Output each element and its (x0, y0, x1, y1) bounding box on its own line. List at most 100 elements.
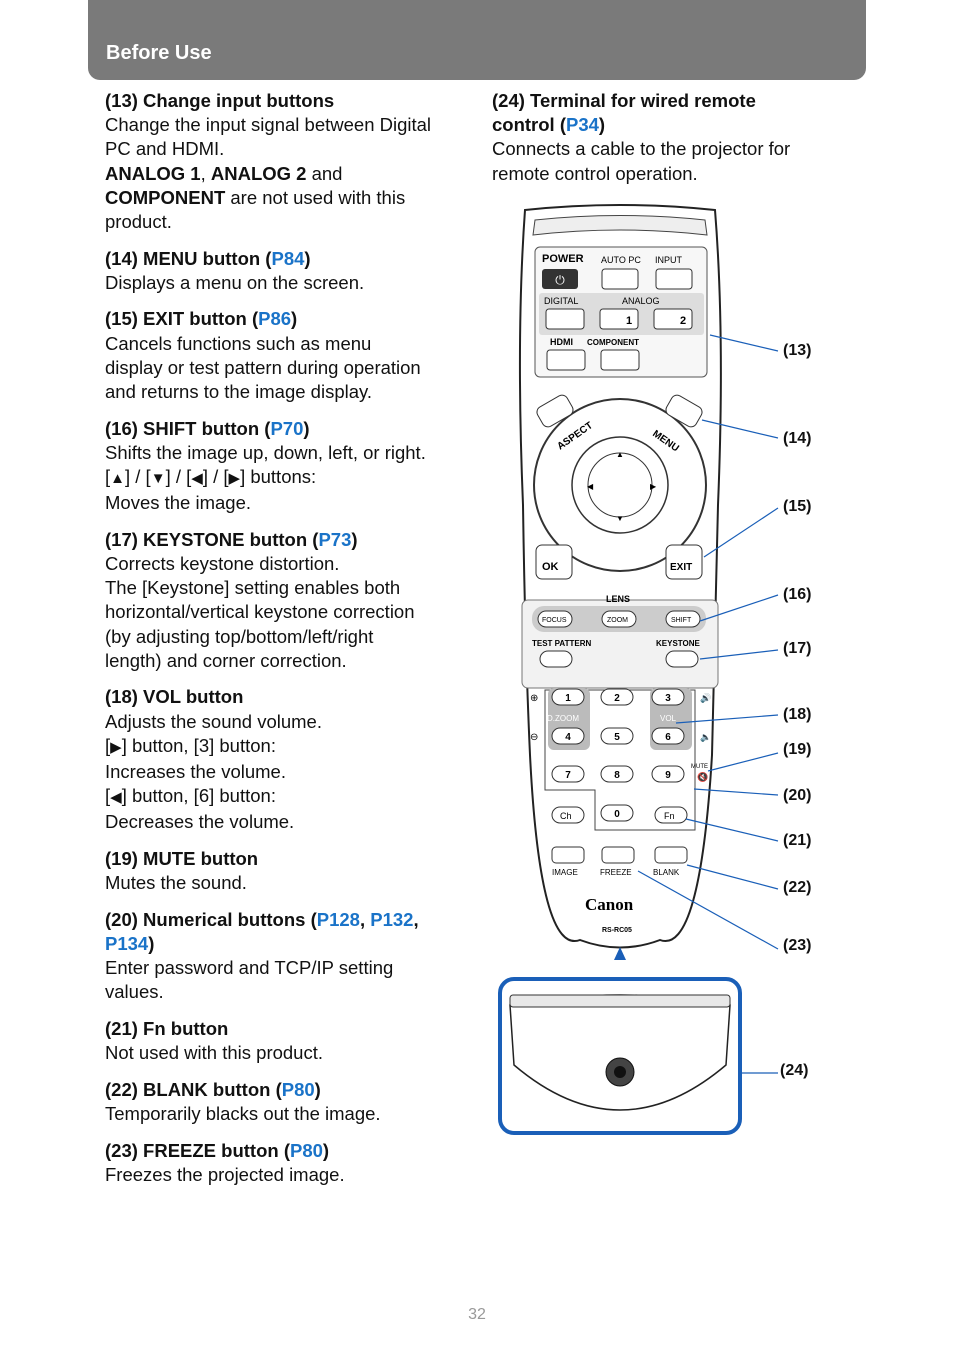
entry-text: Cancels functions such as menu (105, 332, 475, 356)
header-bar: Before Use (88, 0, 866, 80)
speaker-down-icon: 🔈 (700, 732, 711, 743)
page-reference-link[interactable]: P134 (105, 933, 149, 955)
callout-23: (23) (783, 937, 812, 954)
up-arrow-icon: ▲ (616, 450, 624, 459)
text-span: ) (148, 933, 155, 955)
text-span: (21) Fn button (105, 1018, 229, 1040)
digital-label: DIGITAL (544, 296, 578, 306)
hdmi-button[interactable] (546, 349, 586, 371)
page-reference-link[interactable]: P73 (318, 528, 352, 550)
entry-text: Mutes the sound. (105, 871, 475, 895)
entry-title: (23) FREEZE button (P80) (105, 1139, 475, 1163)
analog2-button[interactable] (653, 308, 693, 330)
freeze-button[interactable] (601, 846, 635, 864)
input-button[interactable] (655, 268, 693, 290)
fn-button[interactable] (654, 806, 688, 824)
text-span: Connects a cable to the projector for (492, 138, 791, 160)
analog1-label: 1 (626, 315, 632, 327)
page-reference-link[interactable]: P80 (281, 1078, 315, 1100)
page-reference-link[interactable]: P128 (316, 908, 360, 930)
digit-button-9[interactable] (651, 765, 685, 783)
entry-title: (24) Terminal for wired remote (492, 89, 837, 113)
blank-label: BLANK (653, 868, 680, 877)
page-reference-link[interactable]: P80 (289, 1139, 323, 1161)
page-reference-link[interactable]: P34 (566, 114, 599, 136)
callout-19: (19) (783, 741, 812, 758)
digit-button-4[interactable] (551, 727, 585, 745)
page-reference-link[interactable]: P86 (258, 308, 292, 330)
text-span: (23) FREEZE button ( (105, 1139, 290, 1161)
ch-button[interactable] (551, 806, 585, 824)
page-reference-link[interactable]: P84 (271, 247, 305, 269)
digit-button-2[interactable] (600, 688, 634, 706)
digit-button-0[interactable] (600, 804, 634, 822)
callout-20: (20) (783, 787, 812, 804)
zoom-button[interactable] (601, 610, 637, 628)
keystone-button[interactable] (665, 650, 699, 668)
entry-text: Change the input signal between Digital (105, 113, 475, 137)
digit-label: 6 (665, 732, 671, 743)
digit-button-6[interactable] (651, 727, 685, 745)
entry-text: COMPONENT are not used with this (105, 186, 475, 210)
text-span: ] button, [6] button: (121, 785, 276, 807)
exit-label: EXIT (670, 562, 692, 573)
test-pattern-button[interactable] (539, 650, 573, 668)
text-span: length) and corner correction. (105, 649, 347, 671)
text-span: [ (105, 734, 111, 756)
joystick-center[interactable] (587, 452, 653, 518)
shift-button[interactable] (665, 610, 701, 628)
menu-button[interactable] (664, 393, 704, 429)
focus-button[interactable] (537, 610, 573, 628)
ok-button[interactable] (535, 544, 573, 580)
digit-button-8[interactable] (600, 765, 634, 783)
remote-illustration: POWER ⏻ AUTO PC INPUT DIGITAL ANALOG 1 2… (498, 204, 779, 1135)
text-span: ◀ (191, 470, 203, 488)
digit-label: 2 (614, 693, 620, 704)
analog1-button[interactable] (599, 308, 639, 330)
auto-pc-label: AUTO PC (601, 255, 641, 265)
entry-text: Not used with this product. (105, 1041, 475, 1065)
entry-title: (20) Numerical buttons (P128, P132, (105, 908, 475, 932)
text-span: ] / [ (202, 466, 229, 488)
power-button[interactable] (542, 269, 578, 289)
entry-title: control (P34) (492, 113, 837, 137)
digit-label: 5 (614, 732, 620, 743)
entry-title: (16) SHIFT button (P70) (105, 417, 475, 441)
text-span: ) (304, 247, 311, 269)
aspect-button[interactable] (535, 393, 575, 429)
exit-button[interactable] (665, 544, 703, 580)
page-reference-link[interactable]: P132 (370, 908, 414, 930)
blank-button[interactable] (654, 846, 688, 864)
digit-label: 0 (614, 809, 620, 820)
focus-label: FOCUS (542, 617, 567, 624)
mute-label: MUTE (691, 764, 708, 770)
entry-text: Increases the volume. (105, 760, 475, 784)
text-span: ▶ (110, 738, 122, 756)
auto-pc-button[interactable] (601, 268, 639, 290)
digit-label: 3 (665, 693, 671, 704)
entry-text: Freezes the projected image. (105, 1163, 475, 1187)
component-button[interactable] (600, 349, 640, 371)
callout-21: (21) (783, 832, 812, 849)
digit-button-1[interactable] (551, 688, 585, 706)
text-span: remote control operation. (492, 162, 698, 184)
digit-button-5[interactable] (600, 727, 634, 745)
text-span: PC and HDMI. (105, 138, 225, 160)
text-span: ) (303, 417, 310, 439)
page-reference-link[interactable]: P70 (270, 417, 304, 439)
text-span: control ( (492, 114, 566, 136)
digit-label: 1 (565, 693, 571, 704)
description-entry: (16) SHIFT button (P70)Shifts the image … (105, 417, 475, 516)
digital-button[interactable] (545, 308, 585, 330)
entry-title: (15) EXIT button (P86) (105, 307, 475, 331)
text-span: (20) Numerical buttons ( (105, 908, 317, 930)
text-span: Displays a menu on the screen. (105, 271, 365, 293)
text-span: ANALOG 2 (210, 162, 307, 184)
digit-button-3[interactable] (651, 688, 685, 706)
digit-button-7[interactable] (551, 765, 585, 783)
power-label: POWER (542, 253, 584, 265)
digit-label: 8 (614, 770, 620, 781)
image-button[interactable] (551, 846, 585, 864)
